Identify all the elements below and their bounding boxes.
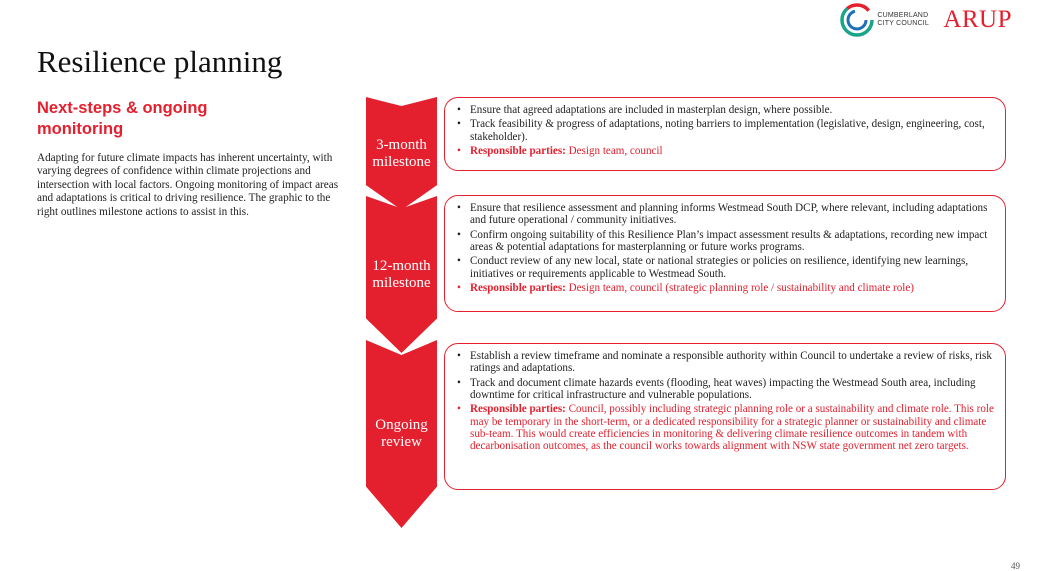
milestone-bullet-list: Ensure that resilience assessment and pl… bbox=[457, 202, 995, 295]
responsible-text: Design team, council (strategic planning… bbox=[565, 281, 914, 294]
bullet-item: Confirm ongoing suitability of this Resi… bbox=[457, 229, 995, 254]
bullet-item: Track feasibility & progress of adaptati… bbox=[457, 118, 995, 143]
milestone-bullet-list: Establish a review timeframe and nominat… bbox=[457, 350, 995, 453]
milestone-box-3-month: Ensure that agreed adaptations are inclu… bbox=[444, 97, 1006, 171]
milestone-label-line1: 12-month bbox=[372, 257, 431, 274]
milestone-bullet-list: Ensure that agreed adaptations are inclu… bbox=[457, 104, 995, 158]
responsible-parties-item: Responsible parties: Design team, counci… bbox=[457, 281, 995, 295]
responsible-parties-item: Responsible parties: Design team, counci… bbox=[457, 144, 995, 158]
bullet-item: Establish a review timeframe and nominat… bbox=[457, 350, 995, 375]
milestone-box-12-month: Ensure that resilience assessment and pl… bbox=[444, 195, 1006, 312]
council-name: CUMBERLAND CITY COUNCIL bbox=[877, 12, 929, 28]
milestone-label-line2: milestone bbox=[372, 153, 431, 170]
responsible-label: Responsible parties: bbox=[470, 281, 566, 294]
milestone-label-line2: milestone bbox=[372, 274, 431, 291]
arup-logo: ARUP bbox=[943, 6, 1012, 33]
responsible-label: Responsible parties: bbox=[470, 144, 566, 157]
bullet-item: Ensure that agreed adaptations are inclu… bbox=[457, 104, 995, 117]
milestone-box-ongoing: Establish a review timeframe and nominat… bbox=[444, 343, 1006, 490]
responsible-text: Council, possibly including strategic pl… bbox=[470, 403, 994, 453]
responsible-text: Design team, council bbox=[565, 144, 663, 157]
cumberland-council-logo-icon bbox=[840, 3, 875, 37]
page-number: 49 bbox=[1011, 561, 1020, 571]
responsible-label: Responsible parties: bbox=[470, 403, 566, 416]
milestone-label-line1: 3-month bbox=[376, 136, 427, 153]
page-title: Resilience planning bbox=[37, 44, 283, 79]
header-logos: CUMBERLAND CITY COUNCIL ARUP bbox=[840, 2, 1012, 38]
milestone-label-line1: Ongoing bbox=[375, 417, 428, 433]
section-subheading: Next-steps & ongoing monitoring bbox=[37, 99, 208, 138]
responsible-parties-item: Responsible parties: Council, possibly i… bbox=[457, 403, 995, 453]
bullet-item: Ensure that resilience assessment and pl… bbox=[457, 202, 995, 227]
milestone-label-line2: review bbox=[381, 434, 422, 450]
bullet-item: Track and document climate hazards event… bbox=[457, 377, 995, 402]
council-name-line2: CITY COUNCIL bbox=[877, 20, 929, 27]
bullet-item: Conduct review of any new local, state o… bbox=[457, 255, 995, 280]
council-name-line1: CUMBERLAND bbox=[877, 12, 929, 19]
intro-paragraph: Adapting for future climate impacts has … bbox=[37, 152, 339, 218]
